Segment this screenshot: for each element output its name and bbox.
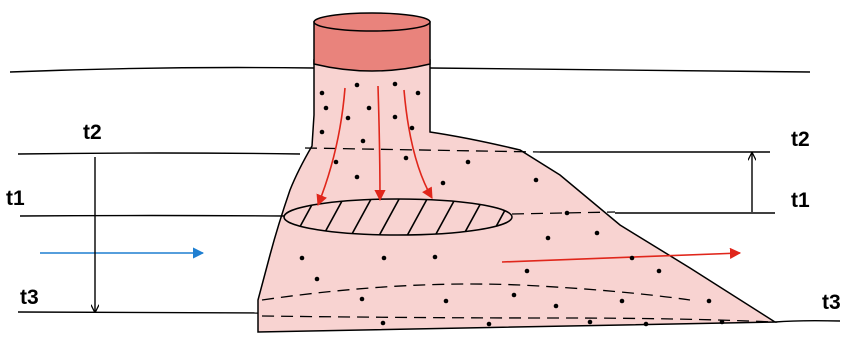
label-t3-right: t3 (822, 291, 841, 314)
plume-body (258, 60, 775, 332)
layer-line-t1 (20, 216, 287, 217)
label-t2-right: t2 (791, 128, 810, 151)
pipe-cap-top (314, 13, 430, 31)
layer-line-t2 (18, 153, 300, 154)
label-t2-left: t2 (83, 121, 102, 144)
layer-line-t3 (18, 312, 258, 313)
label-t3-left: t3 (20, 286, 39, 309)
label-t1-left: t1 (6, 187, 25, 210)
label-t1-right: t1 (791, 189, 810, 212)
right-line-t3 (775, 321, 840, 322)
